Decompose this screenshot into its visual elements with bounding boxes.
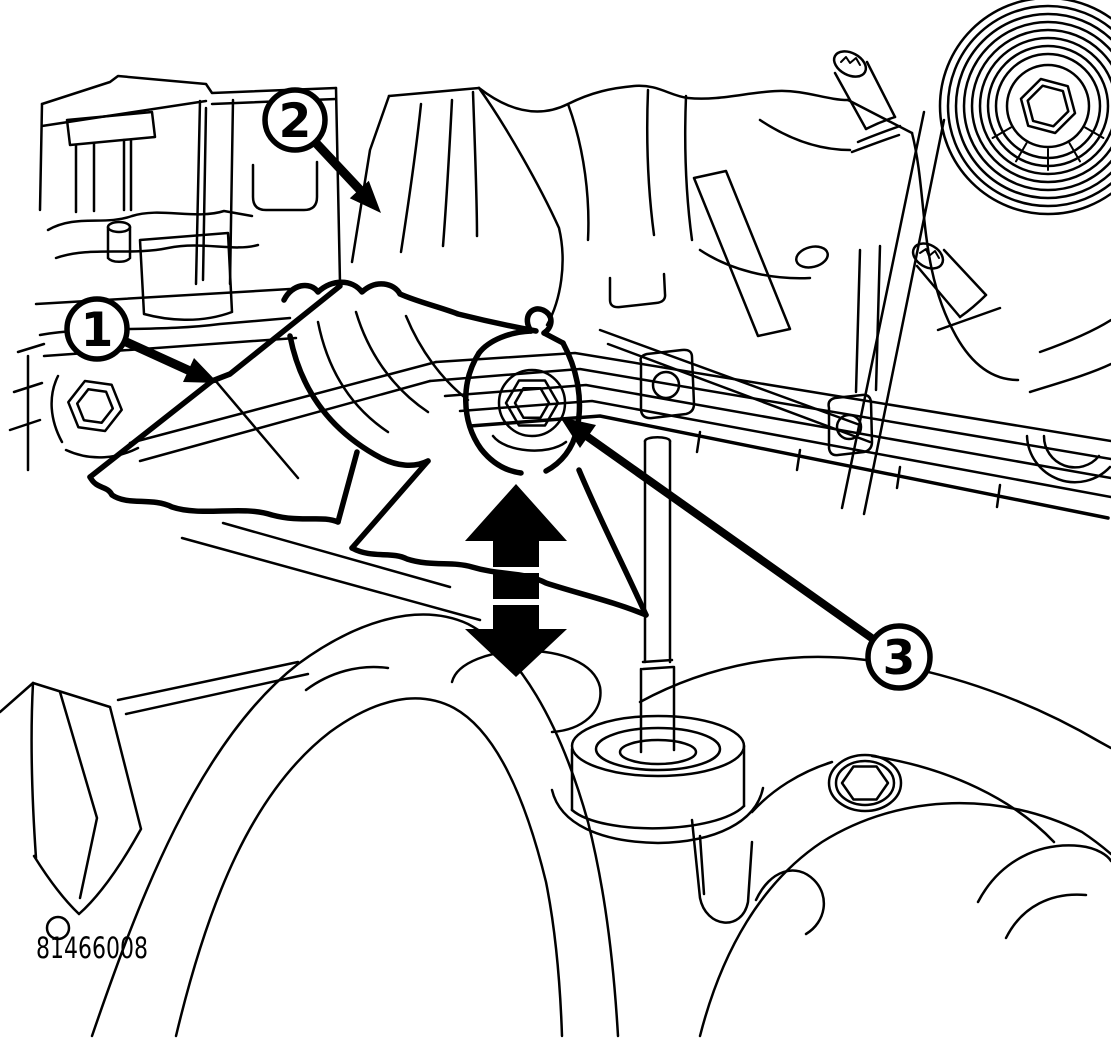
down-arrow-icon [465, 605, 567, 677]
callout-2-badge [262, 87, 328, 153]
callout-3-badge [865, 623, 933, 691]
up-arrow-icon [465, 484, 567, 567]
callout-3-leader [560, 417, 876, 643]
arrow-mid-band [493, 573, 539, 599]
subframe-left-horn [0, 660, 310, 916]
callout-3-leader-line [582, 431, 876, 643]
isolator-bushing [550, 714, 765, 845]
callout-3-number: 3 [883, 631, 916, 686]
crossmember-tube-inner [174, 697, 564, 1038]
callout-1-arrow-shaft [122, 336, 192, 376]
figure-code-label: 81466008 [36, 931, 148, 965]
mount-bracket [350, 86, 564, 327]
stud-lower [911, 242, 1002, 332]
subframe-hole [45, 915, 71, 941]
callout-1-number: 1 [81, 303, 114, 358]
left-flange-bolt [50, 374, 140, 459]
engine-mount [87, 279, 649, 618]
engine-right-block [477, 50, 1111, 516]
subframe [0, 613, 1111, 1038]
motion-arrow [465, 484, 567, 677]
oil-pan-rails [428, 328, 1111, 520]
callout-2-arrowhead-icon [349, 180, 381, 213]
callout-2: 2 [262, 87, 381, 213]
crossmember-tube-outer [90, 613, 620, 1038]
callout-3: 3 [865, 623, 933, 691]
callout-2-arrow-shaft [312, 139, 365, 195]
callout-2-number: 2 [279, 94, 312, 149]
pan-bolt-boss-a [639, 348, 696, 420]
callout-1-badge [64, 296, 130, 362]
callout-1-arrowhead-icon [183, 358, 218, 383]
crankshaft-pulley [938, 0, 1111, 216]
engine-mount-detail [180, 310, 482, 622]
pan-bolt-boss-b [827, 393, 874, 457]
subframe-bolt [750, 753, 1056, 844]
callout-1: 1 [64, 296, 218, 383]
engine-top-left-block [8, 74, 438, 472]
mount-through-bolt [491, 368, 568, 452]
callout-3-arrowhead-icon [560, 417, 596, 448]
stud-upper [832, 50, 902, 154]
